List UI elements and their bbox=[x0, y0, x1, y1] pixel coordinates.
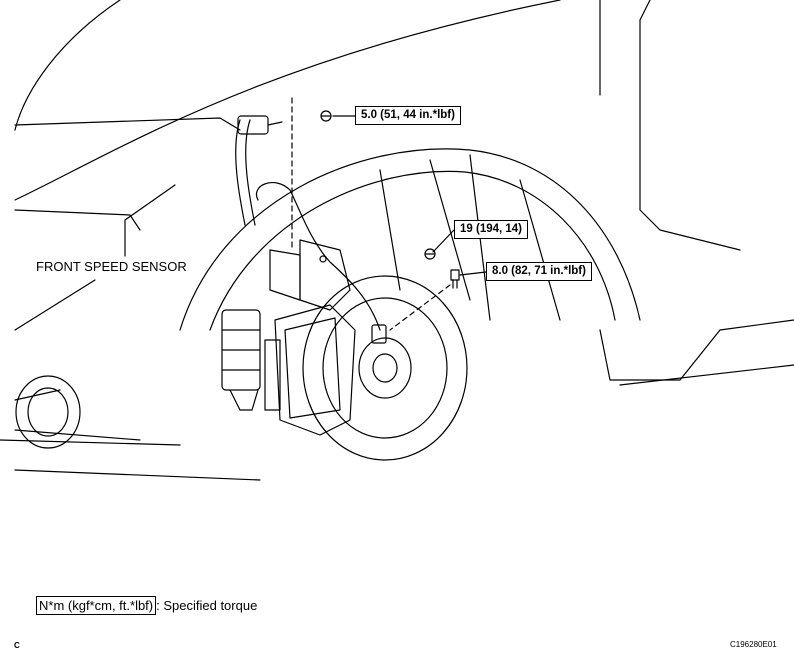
steering-knuckle bbox=[269, 239, 351, 311]
front-speed-sensor-label: FRONT SPEED SENSOR bbox=[36, 259, 187, 274]
torque-box-sensor-bolt: 5.0 (51, 44 in.*lbf) bbox=[355, 106, 461, 125]
knuckle-bolt-leader bbox=[389, 284, 451, 331]
speed-sensor-harness bbox=[235, 115, 387, 344]
leader-lines bbox=[124, 97, 487, 331]
legend-description: : Specified torque bbox=[156, 598, 258, 613]
torque-leader-19 bbox=[432, 229, 455, 253]
bolt-icon bbox=[424, 248, 436, 260]
brake-caliper bbox=[264, 304, 356, 436]
corner-letter: C bbox=[14, 641, 20, 650]
bolt-icons bbox=[320, 110, 460, 289]
wheel-well-liner bbox=[179, 148, 641, 331]
bolt-icon bbox=[450, 269, 460, 289]
fog-lamp bbox=[15, 375, 81, 449]
legend: N*m (kgf*cm, ft.*lbf): Specified torque bbox=[36, 596, 258, 615]
brake-disc bbox=[302, 275, 468, 461]
torque-box-bracket-bolt: 19 (194, 14) bbox=[454, 220, 529, 239]
figure-code: C196280E01 bbox=[730, 640, 777, 649]
torque-box-knuckle-bolt: 8.0 (82, 71 in.*lbf) bbox=[486, 262, 592, 281]
legend-unit-box: N*m (kgf*cm, ft.*lbf) bbox=[36, 596, 157, 615]
bolt-icon bbox=[320, 110, 332, 122]
shock-absorber bbox=[221, 309, 261, 411]
body-panel-outline bbox=[0, 0, 794, 481]
torque-leader-8 bbox=[459, 271, 487, 276]
sensor-leader bbox=[124, 184, 176, 257]
